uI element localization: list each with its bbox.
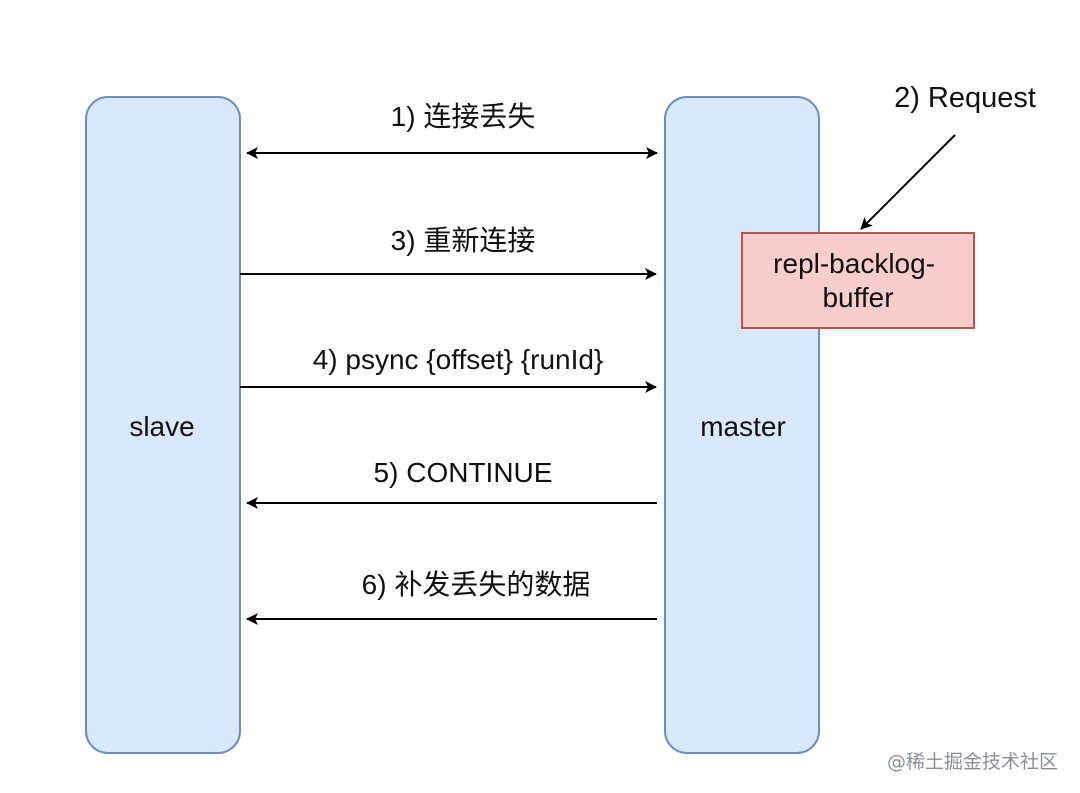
watermark-text: @稀土掘金技术社区 xyxy=(887,751,1058,773)
message-label-resend-lost-data: 6) 补发丢失的数据 xyxy=(362,569,591,600)
repl-backlog-buffer-label: repl-backlog- buffer xyxy=(773,248,943,313)
message-label-continue: 5) CONTINUE xyxy=(374,457,553,488)
repl-backlog-buffer-box xyxy=(741,232,975,329)
buffer-label-line-1: repl-backlog- xyxy=(773,248,935,279)
message-label-reconnect: 3) 重新连接 xyxy=(391,225,536,256)
message-label-psync: 4) psync {offset} {runId} xyxy=(313,344,604,375)
arrow-request xyxy=(860,134,956,230)
message-label-connection-lost: 1) 连接丢失 xyxy=(391,101,536,132)
request-label: 2) Request xyxy=(894,82,1036,114)
master-label: master xyxy=(700,411,786,442)
slave-label: slave xyxy=(129,411,194,442)
buffer-label-line-2: buffer xyxy=(822,282,893,313)
slave-lane xyxy=(85,96,241,754)
